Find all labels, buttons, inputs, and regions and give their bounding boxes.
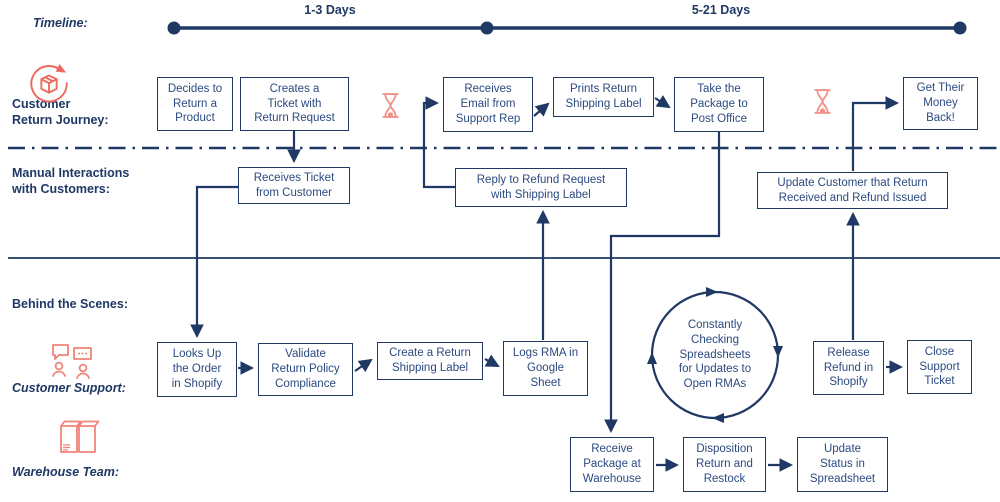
timeline-bar bbox=[167, 21, 967, 35]
support-chat-icon bbox=[50, 342, 104, 379]
node-reply-refund: Reply to Refund Request with Shipping La… bbox=[455, 168, 627, 207]
warehouse-boxes-icon bbox=[53, 418, 105, 456]
node-post-office: Take the Package to Post Office bbox=[674, 77, 764, 132]
lane-customer-support: Customer Support: bbox=[12, 381, 126, 395]
lane-behind-the-scenes: Behind the Scenes: bbox=[12, 297, 128, 311]
node-disposition-restock: Disposition Return and Restock bbox=[683, 437, 766, 492]
node-logs-rma: Logs RMA in Google Sheet bbox=[503, 341, 588, 396]
checking-loop-circle bbox=[647, 287, 783, 423]
phase-1-3-days: 1-3 Days bbox=[304, 3, 356, 17]
node-receive-package: Receive Package at Warehouse bbox=[570, 437, 654, 492]
checking-loop-label: Constantly Checking Spreadsheets for Upd… bbox=[678, 318, 752, 391]
package-return-icon bbox=[27, 60, 71, 110]
node-receives-email: Receives Email from Support Rep bbox=[443, 77, 533, 132]
flow-connectors bbox=[190, 94, 904, 472]
node-prints-label: Prints Return Shipping Label bbox=[553, 77, 654, 117]
node-update-customer: Update Customer that Return Received and… bbox=[757, 172, 948, 209]
timeline-label: Timeline: bbox=[33, 16, 88, 30]
node-validate-policy: Validate Return Policy Compliance bbox=[258, 343, 353, 396]
node-release-refund: Release Refund in Shopify bbox=[813, 341, 884, 395]
node-update-status: Update Status in Spreadsheet bbox=[797, 437, 888, 492]
node-receives-ticket: Receives Ticket from Customer bbox=[238, 167, 350, 204]
node-close-ticket: Close Support Ticket bbox=[907, 340, 972, 394]
hourglass-icon bbox=[812, 88, 833, 115]
hourglass-icon bbox=[380, 92, 401, 119]
node-money-back: Get Their Money Back! bbox=[903, 77, 978, 130]
lane-customer-return-journey: Customer Return Journey: bbox=[12, 97, 109, 128]
node-decides-to-return: Decides to Return a Product bbox=[157, 77, 233, 131]
phase-5-21-days: 5-21 Days bbox=[691, 3, 751, 17]
lane-manual-interactions: Manual Interactions with Customers: bbox=[12, 166, 130, 197]
lane-warehouse-team: Warehouse Team: bbox=[12, 465, 119, 479]
node-creates-ticket: Creates a Ticket with Return Request bbox=[240, 77, 349, 131]
node-create-label: Create a Return Shipping Label bbox=[377, 342, 483, 380]
node-looks-up-order: Looks Up the Order in Shopify bbox=[157, 342, 237, 397]
